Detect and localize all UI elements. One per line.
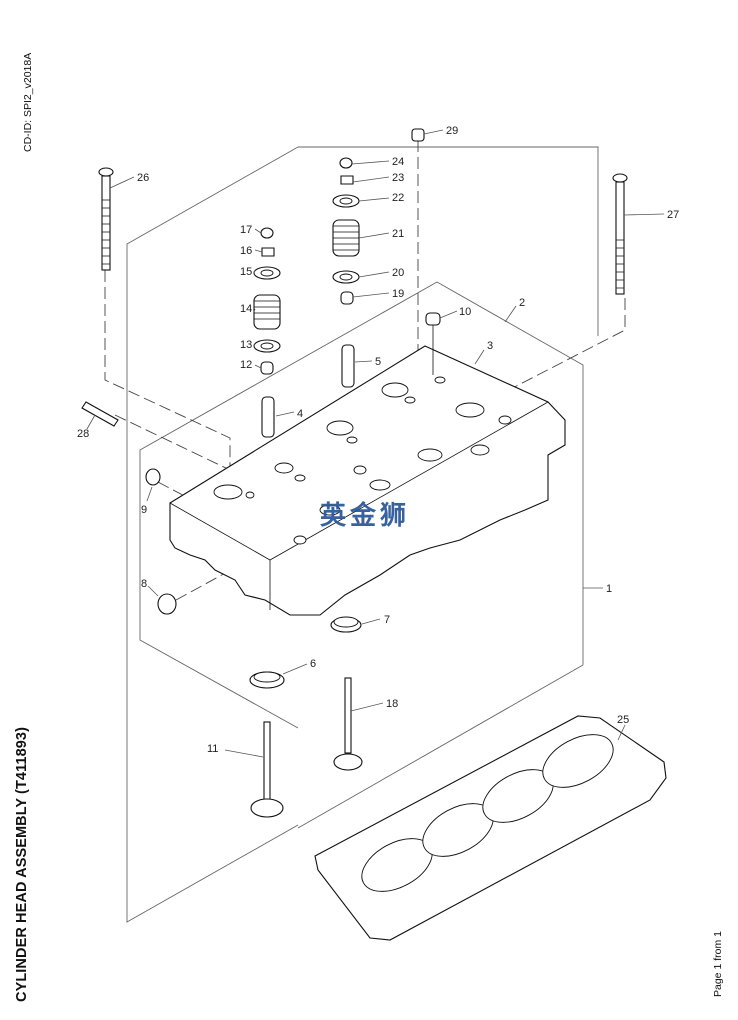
callout-label-16: 16 xyxy=(240,245,252,257)
leader-line-13 xyxy=(253,343,256,347)
deck-hole xyxy=(470,444,490,456)
leader-line-2 xyxy=(504,305,517,323)
callout-label-10: 10 xyxy=(459,306,471,318)
leader-line-15 xyxy=(253,269,256,274)
deck-hole xyxy=(381,382,409,398)
deck-hole xyxy=(434,376,446,384)
callout-label-15: 15 xyxy=(240,266,252,278)
callout-label-7: 7 xyxy=(384,614,390,626)
callout-label-11: 11 xyxy=(207,743,218,755)
deck-hole xyxy=(319,504,341,516)
deck-hole xyxy=(404,396,416,404)
callout-label-23: 23 xyxy=(392,172,404,184)
plug-10 xyxy=(425,312,441,375)
leader-line-6 xyxy=(282,663,308,675)
bolt-27 xyxy=(612,173,628,295)
callout-label-20: 20 xyxy=(392,267,404,279)
leader-line-23 xyxy=(352,176,390,183)
leader-line-17 xyxy=(254,228,262,234)
valve-18 xyxy=(333,677,363,771)
valve-11 xyxy=(250,721,284,818)
callout-label-5: 5 xyxy=(375,356,381,368)
valve-seat-6 xyxy=(249,671,285,689)
callout-label-25: 25 xyxy=(617,714,629,726)
assembly-frame-1 xyxy=(126,146,599,923)
head-gasket-25 xyxy=(314,715,667,941)
callout-label-29: 29 xyxy=(446,125,458,137)
deck-hole xyxy=(245,491,255,499)
core-plug-9 xyxy=(145,468,161,486)
leader-line-18 xyxy=(350,702,384,712)
leader-line-5 xyxy=(354,360,373,363)
leader-line-9 xyxy=(146,486,153,502)
callout-labels: 1234567891011121314151617181920212223242… xyxy=(77,125,679,755)
deck-hole xyxy=(353,465,367,475)
valve-train-right xyxy=(332,157,360,305)
callout-label-17: 17 xyxy=(240,224,252,236)
deck-hole xyxy=(274,462,294,474)
leader-line-11 xyxy=(224,749,264,758)
callout-label-2: 2 xyxy=(519,297,525,309)
deck-hole xyxy=(293,535,307,545)
stud-28 xyxy=(81,401,119,427)
callout-label-4: 4 xyxy=(297,408,303,420)
leader-line-3 xyxy=(474,349,485,365)
callout-label-26: 26 xyxy=(137,172,149,184)
deck-hole xyxy=(417,448,443,462)
callout-label-21: 21 xyxy=(392,228,404,240)
callout-label-12: 12 xyxy=(240,359,252,371)
callout-label-22: 22 xyxy=(392,192,404,204)
leader-line-4 xyxy=(275,411,295,417)
callout-label-14: 14 xyxy=(240,303,252,315)
bolt-26 xyxy=(98,167,114,271)
leader-line-24 xyxy=(351,160,390,165)
watermark: 英金狮 xyxy=(320,501,411,531)
callout-label-9: 9 xyxy=(141,504,147,516)
deck-hole xyxy=(455,402,485,418)
leader-line-28 xyxy=(86,414,96,430)
assembly-frame-2 xyxy=(139,281,584,829)
callout-label-13: 13 xyxy=(240,339,252,351)
cylinder-head-body xyxy=(169,345,566,616)
leader-line-16 xyxy=(254,249,263,253)
callout-label-18: 18 xyxy=(386,698,398,710)
deck-hole xyxy=(369,479,391,491)
valve-train-left xyxy=(253,227,281,375)
deck-hole xyxy=(498,415,512,425)
valve-guide-4 xyxy=(261,396,275,438)
plug-29 xyxy=(411,128,425,142)
valve-seat-7 xyxy=(330,616,362,633)
deck-hole xyxy=(326,420,354,436)
callout-label-3: 3 xyxy=(487,340,493,352)
leader-line-21 xyxy=(358,232,390,239)
leader-line-22 xyxy=(358,197,390,202)
leader-line-25 xyxy=(617,724,626,741)
leader-line-8 xyxy=(147,585,159,597)
leader-line-29 xyxy=(423,129,444,135)
leader-line-20 xyxy=(358,271,390,278)
leader-line-12 xyxy=(254,364,262,369)
callout-label-6: 6 xyxy=(310,658,316,670)
leader-line-10 xyxy=(439,310,458,319)
leader-line-19 xyxy=(352,292,390,298)
deck-hole xyxy=(346,436,358,444)
callout-label-19: 19 xyxy=(392,288,404,300)
callout-label-27: 27 xyxy=(667,209,679,221)
leader-line-26 xyxy=(109,176,135,189)
callout-label-1: 1 xyxy=(606,583,612,595)
deck-hole xyxy=(213,484,243,500)
core-plug-8 xyxy=(157,593,177,615)
callout-label-28: 28 xyxy=(77,428,89,440)
callout-label-24: 24 xyxy=(392,156,404,168)
leader-line-14 xyxy=(253,308,256,313)
callout-label-8: 8 xyxy=(141,578,147,590)
valve-guide-5 xyxy=(341,344,355,388)
leader-line-27 xyxy=(623,213,665,216)
callout-leaders xyxy=(86,129,665,758)
leader-line-7 xyxy=(361,618,381,625)
deck-hole xyxy=(294,474,306,482)
